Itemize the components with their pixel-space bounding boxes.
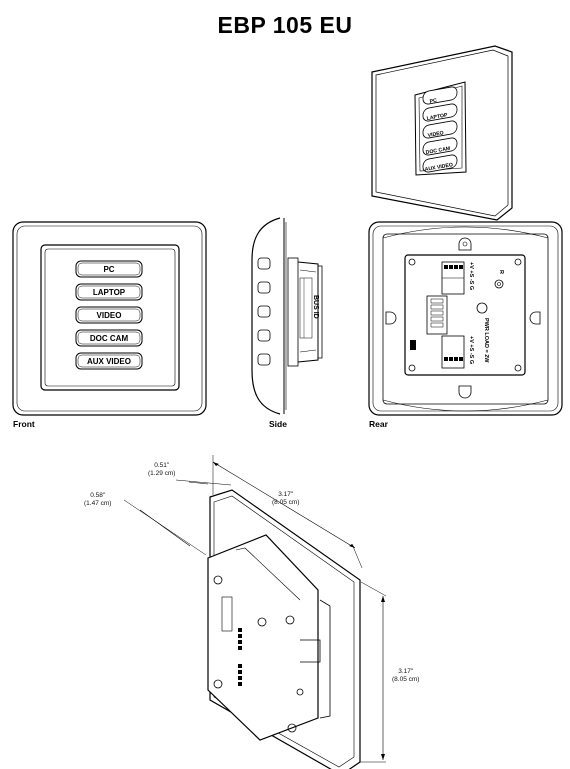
dimension-width-imperial: 3.17" xyxy=(278,491,294,498)
button-label-aux-video: AUX VIDEO xyxy=(87,357,131,366)
button-label-video: VIDEO xyxy=(97,311,122,320)
dimension-width-metric: (8.05 cm) xyxy=(272,498,300,506)
dimension-height-metric: (8.05 cm) xyxy=(392,675,420,683)
rear-reset-label: R xyxy=(498,270,504,274)
dimension-depth-a: 0.51" (1.29 cm) xyxy=(148,462,175,477)
side-bus-id-label: BUS ID xyxy=(312,295,319,319)
rear-view xyxy=(368,221,563,416)
front-view xyxy=(12,221,207,416)
button-label-laptop: LAPTOP xyxy=(93,288,126,297)
isometric-button-labels: PC LAPTOP VIDEO DOC CAM AUX VIDEO xyxy=(424,98,453,173)
rear-view-label: Rear xyxy=(369,419,388,429)
rear-terminal-a-label: +V +S -S G xyxy=(468,262,474,290)
side-view-label: Side xyxy=(269,419,287,429)
dimensioned-view xyxy=(123,455,387,769)
side-view xyxy=(251,217,323,415)
rear-markings: +V +S -S G +V +S -S G PWR LOAD = 2W R xyxy=(468,262,504,364)
dimension-depth-b-imperial: 0.58" xyxy=(90,492,106,499)
front-button-labels: PC LAPTOP VIDEO DOC CAM AUX VIDEO xyxy=(87,265,131,366)
isometric-view xyxy=(371,45,513,221)
page-title: EBP 105 EU xyxy=(217,12,353,38)
dimension-depth-a-imperial: 0.51" xyxy=(154,462,170,469)
button-label-pc: PC xyxy=(103,265,114,274)
dimension-depth-b-metric: (1.47 cm) xyxy=(84,499,112,507)
rear-power-label: PWR LOAD = 2W xyxy=(483,318,489,363)
iso-label-video: VIDEO xyxy=(427,130,444,139)
dimension-depth-b: 0.58" (1.47 cm) xyxy=(84,492,111,507)
iso-label-doc-cam: DOC CAM xyxy=(425,146,450,156)
front-view-label: Front xyxy=(13,419,35,429)
dimension-height: 3.17" (8.05 cm) xyxy=(392,668,419,683)
iso-label-pc: PC xyxy=(429,98,437,105)
button-label-doc-cam: DOC CAM xyxy=(90,334,129,343)
iso-label-aux-video: AUX VIDEO xyxy=(424,162,453,173)
dimension-height-imperial: 3.17" xyxy=(398,668,414,675)
dimension-depth-a-metric: (1.29 cm) xyxy=(148,469,176,477)
rear-terminal-b-label: +V +S -S G xyxy=(468,336,474,364)
iso-label-laptop: LAPTOP xyxy=(426,112,448,122)
dimension-width: 3.17" (8.05 cm) xyxy=(272,491,299,506)
